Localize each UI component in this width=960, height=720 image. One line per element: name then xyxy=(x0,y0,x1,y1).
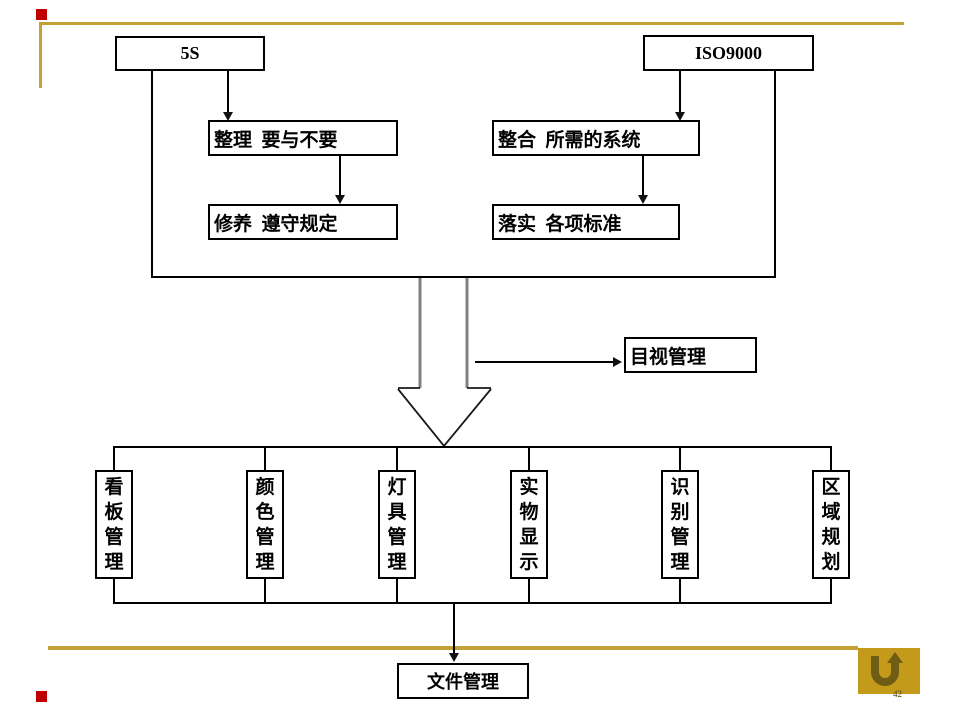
node-discipline-label: 修养 遵守规定 xyxy=(214,213,338,235)
u-turn-arrow-icon xyxy=(871,652,903,686)
node-5s: 5S xyxy=(115,36,265,71)
node-implement-label: 落实 各项标准 xyxy=(498,213,622,235)
connector-doc-mgmt xyxy=(453,603,455,653)
node-area-planning: 区域规划 xyxy=(812,470,850,579)
connector-sort-discipline xyxy=(339,156,341,195)
arrowhead-integrate-implement xyxy=(638,195,648,204)
node-integrate: 整合 所需的系统 xyxy=(492,120,700,156)
connector-iso-integrate xyxy=(679,71,681,112)
node-sort-label: 整理 要与不要 xyxy=(214,129,338,151)
red-marker-bottom xyxy=(36,691,47,702)
merge-line-horizontal xyxy=(151,276,776,278)
tree-stub xyxy=(113,447,115,471)
tree-stub xyxy=(396,579,398,603)
node-discipline: 修养 遵守规定 xyxy=(208,204,398,240)
connector-visual-mgmt xyxy=(475,361,613,363)
tree-stub xyxy=(396,447,398,471)
merge-line-left xyxy=(151,71,153,277)
node-color-management-label: 颜色管理 xyxy=(255,477,275,573)
tree-stub xyxy=(528,447,530,471)
arrowhead-visual-mgmt xyxy=(613,357,622,367)
node-identification-management-label: 识别管理 xyxy=(670,477,690,573)
u-turn-arrow-logo xyxy=(858,648,920,694)
tree-stub xyxy=(679,579,681,603)
connector-integrate-implement xyxy=(642,156,644,195)
node-document-management: 文件管理 xyxy=(397,663,529,699)
tree-top-rail xyxy=(113,446,832,448)
big-hollow-arrow xyxy=(397,278,492,448)
tree-stub xyxy=(830,579,832,603)
node-visual-management-label: 目视管理 xyxy=(630,346,707,368)
node-integrate-label: 整合 所需的系统 xyxy=(498,129,641,151)
node-lighting-management: 灯具管理 xyxy=(378,470,416,579)
node-physical-display-label: 实物显示 xyxy=(519,477,539,573)
page-number: 42 xyxy=(893,690,902,697)
arrowhead-5s-sort xyxy=(223,112,233,121)
connector-5s-sort xyxy=(227,71,229,112)
tree-stub xyxy=(830,447,832,471)
arrowhead-sort-discipline xyxy=(335,195,345,204)
node-visual-management: 目视管理 xyxy=(624,337,757,373)
tree-stub xyxy=(264,447,266,471)
node-document-management-label: 文件管理 xyxy=(427,672,499,692)
node-kanban-management: 看板管理 xyxy=(95,470,133,579)
node-physical-display: 实物显示 xyxy=(510,470,548,579)
tree-stub xyxy=(679,447,681,471)
merge-line-right xyxy=(774,71,776,277)
node-kanban-management-label: 看板管理 xyxy=(104,477,124,573)
tree-stub xyxy=(528,579,530,603)
node-iso9000: ISO9000 xyxy=(643,35,814,71)
node-5s-label: 5S xyxy=(180,43,200,63)
node-implement: 落实 各项标准 xyxy=(492,204,680,240)
red-marker-top xyxy=(36,9,47,20)
arrowhead-doc-mgmt xyxy=(449,653,459,662)
arrowhead-iso-integrate xyxy=(675,112,685,121)
tree-stub xyxy=(113,579,115,603)
node-iso9000-label: ISO9000 xyxy=(694,42,763,63)
node-area-planning-label: 区域规划 xyxy=(821,477,841,573)
top-rule xyxy=(39,22,904,25)
tree-stub xyxy=(264,579,266,603)
node-lighting-management-label: 灯具管理 xyxy=(387,477,407,573)
node-color-management: 颜色管理 xyxy=(246,470,284,579)
top-rule-corner xyxy=(39,22,42,88)
node-identification-management: 识别管理 xyxy=(661,470,699,579)
node-sort: 整理 要与不要 xyxy=(208,120,398,156)
tree-bottom-rail xyxy=(113,602,832,604)
